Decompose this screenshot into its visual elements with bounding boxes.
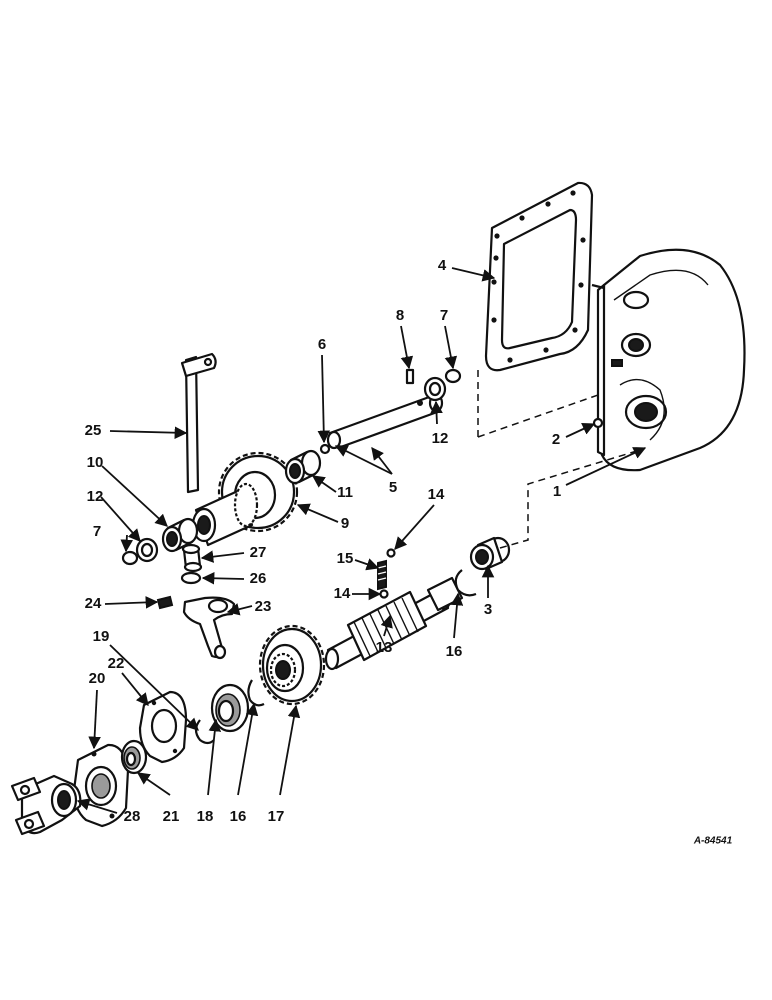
callout-labels: 1 2 3 4 5 6 7 7 8 9 10 11 12 12 13 14 14…	[85, 257, 562, 825]
gasket-part	[484, 181, 594, 372]
callout-21: 21	[163, 808, 180, 825]
callout-10: 10	[87, 454, 104, 471]
callout-19: 19	[93, 628, 110, 645]
callout-17: 17	[268, 808, 285, 825]
dowel-pin-part	[592, 417, 604, 429]
callout-8: 8	[396, 307, 404, 324]
leader-lines	[76, 267, 647, 814]
callout-24: 24	[85, 595, 102, 612]
callout-25: 25	[85, 422, 102, 439]
set-screw-24-part	[156, 595, 174, 610]
callout-6: 6	[318, 336, 326, 353]
callout-5: 5	[389, 479, 397, 496]
callout-28: 28	[124, 808, 141, 825]
callout-13: 13	[376, 639, 393, 656]
spring-15-part	[377, 559, 387, 591]
bushing-27-part	[181, 543, 203, 573]
callout-16a: 16	[446, 643, 463, 660]
bearing-3-part	[469, 536, 511, 571]
callout-14b: 14	[334, 585, 351, 602]
callout-18: 18	[197, 808, 214, 825]
callout-7b: 7	[93, 523, 101, 540]
idler-shaft-part	[326, 393, 444, 450]
assembly-line-3	[499, 449, 641, 549]
snap-ring-7a-part	[444, 368, 462, 384]
pin-8-part	[405, 368, 415, 385]
oil-seal-21-part	[120, 739, 148, 775]
assembly-line-1	[477, 394, 599, 438]
figure-reference: A-84541	[693, 836, 733, 847]
callout-4: 4	[438, 257, 447, 274]
yoke-28-part	[10, 774, 82, 836]
thrust-washer-12a-part	[423, 376, 447, 402]
bearing-11-part	[284, 449, 322, 485]
output-gear-part	[258, 624, 326, 706]
ball-6-part	[319, 443, 331, 455]
o-ring-26-part	[180, 571, 202, 585]
callout-22: 22	[108, 655, 125, 672]
callout-20: 20	[89, 670, 106, 687]
ball-14b-part	[379, 589, 389, 599]
snap-ring-16b-part	[247, 679, 265, 707]
callout-7a: 7	[440, 307, 448, 324]
callout-26: 26	[250, 570, 267, 587]
callout-23: 23	[255, 598, 272, 615]
callout-16b: 16	[230, 808, 247, 825]
callout-11: 11	[337, 484, 353, 501]
callout-2: 2	[552, 431, 560, 448]
snap-ring-7b-part	[121, 550, 139, 566]
callout-15: 15	[337, 550, 354, 567]
ball-bearing-18-part	[210, 683, 250, 733]
thrust-washer-12b-part	[135, 537, 159, 563]
callout-14a: 14	[428, 486, 445, 503]
callout-9: 9	[341, 515, 349, 532]
retainer-20-part	[72, 743, 130, 828]
callout-1: 1	[553, 483, 561, 500]
housing-part	[591, 248, 746, 472]
bearing-10-part	[161, 517, 199, 553]
callout-3: 3	[484, 601, 492, 618]
snap-ring-19-part	[194, 719, 215, 745]
ball-14a-part	[386, 548, 396, 558]
gasket-22-part	[138, 690, 188, 764]
callout-12b: 12	[87, 488, 104, 505]
lever-23-part	[182, 596, 236, 660]
shift-rod-part	[180, 352, 217, 494]
snap-ring-16a-part	[454, 569, 477, 597]
gear-cluster-part	[191, 451, 299, 547]
callout-27: 27	[250, 544, 267, 561]
callout-12a: 12	[432, 430, 449, 447]
